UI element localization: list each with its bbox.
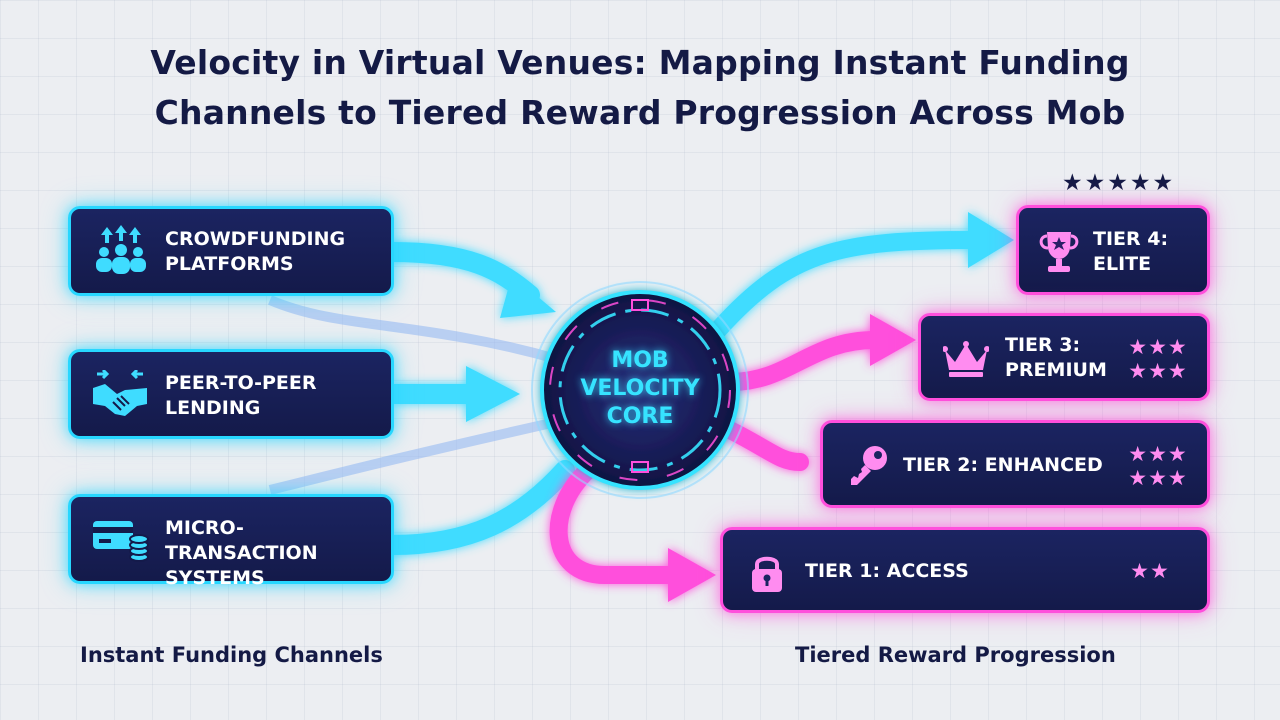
arrow-to-premium	[721, 331, 884, 391]
crown-icon	[943, 341, 989, 377]
lock-icon	[752, 556, 782, 592]
core-label-line-1: MOB	[611, 348, 669, 373]
caption-reward-progression: Tiered Reward Progression	[795, 643, 1116, 667]
title-line-1: Velocity in Virtual Venues: Mapping Inst…	[150, 43, 1130, 82]
tier-3-line-2: PREMIUM	[1005, 359, 1107, 381]
core-outer-glow	[531, 281, 749, 499]
arrow-to-premium-head	[870, 314, 916, 366]
title-line-2: Channels to Tiered Reward Progression Ac…	[154, 93, 1126, 132]
channel-micro-label: MICRO-TRANSACTION SYSTEMS	[165, 516, 391, 591]
core-label: MOB VELOCITY CORE	[560, 347, 720, 431]
tier-1-access: TIER 1: ACCESS ★★	[720, 527, 1210, 613]
tier-2-enhanced: TIER 2: ENHANCED ★★★ ★★★	[820, 420, 1210, 508]
tier-2-stars: ★★★ ★★★	[1128, 442, 1188, 490]
faint-stream-bottom	[268, 415, 567, 495]
tier-4-line-1: TIER 4:	[1093, 228, 1169, 250]
arrow-to-elite	[709, 231, 984, 339]
tier-3-premium: TIER 3: PREMIUM ★★★ ★★★	[918, 313, 1210, 401]
tier-3-line-1: TIER 3:	[1005, 334, 1081, 356]
core-bottom-notch	[631, 461, 649, 473]
channel-crowdfunding-line-1: CROWDFUNDING	[165, 228, 346, 250]
tier-2-label: TIER 2: ENHANCED	[903, 454, 1103, 476]
arrow-to-access	[549, 461, 681, 584]
channel-p2p-line-2: LENDING	[165, 397, 261, 419]
tier-4-line-2: ELITE	[1093, 253, 1152, 275]
card-coins-icon	[93, 521, 149, 562]
channel-p2p-lending: PEER-TO-PEER LENDING	[68, 349, 394, 439]
tier-3-label: TIER 3: PREMIUM	[1005, 333, 1107, 383]
channel-micro-line-1: MICRO-TRANSACTION	[165, 517, 318, 564]
core-label-line-3: CORE	[606, 404, 674, 429]
tier-1-label: TIER 1: ACCESS	[805, 560, 969, 582]
tier-4-elite: TIER 4: ELITE	[1016, 205, 1210, 295]
trophy-icon	[1039, 232, 1079, 272]
core-inner-ring	[558, 308, 722, 472]
faint-stream-top	[268, 295, 562, 365]
core-label-line-2: VELOCITY	[580, 376, 700, 401]
tier-4-label: TIER 4: ELITE	[1093, 227, 1168, 277]
caption-funding-channels: Instant Funding Channels	[80, 643, 383, 667]
channel-p2p-label: PEER-TO-PEER LENDING	[165, 371, 316, 421]
output-arrows	[549, 314, 916, 602]
arrow-to-access-head	[668, 548, 716, 602]
elite-star-rating: ★★★★★	[1062, 170, 1176, 196]
arrow-crowdfunding-head	[500, 275, 556, 318]
arrow-p2p-head	[466, 366, 520, 422]
channel-p2p-line-1: PEER-TO-PEER	[165, 372, 317, 394]
channel-micro-transaction: MICRO-TRANSACTION SYSTEMS	[68, 494, 394, 589]
arrow-micro	[382, 460, 575, 555]
tier-3-stars: ★★★ ★★★	[1128, 335, 1188, 383]
handshake-icon	[93, 370, 147, 416]
input-arrows	[382, 212, 1014, 555]
channel-micro-line-2: SYSTEMS	[165, 567, 265, 589]
arrow-to-enhanced	[721, 421, 809, 471]
core-pink-ring	[549, 299, 731, 481]
channel-crowdfunding-label: CROWDFUNDING PLATFORMS	[165, 227, 345, 277]
page-title: Velocity in Virtual Venues: Mapping Inst…	[0, 38, 1280, 138]
core-top-notch	[631, 299, 649, 311]
channel-crowdfunding-line-2: PLATFORMS	[165, 253, 294, 275]
key-icon	[851, 446, 887, 485]
arrow-to-elite-head	[968, 212, 1014, 268]
crowd-icon	[96, 225, 146, 274]
core-disc	[540, 290, 740, 490]
tier-1-stars: ★★	[1130, 559, 1170, 583]
channel-crowdfunding: CROWDFUNDING PLATFORMS	[68, 206, 394, 296]
